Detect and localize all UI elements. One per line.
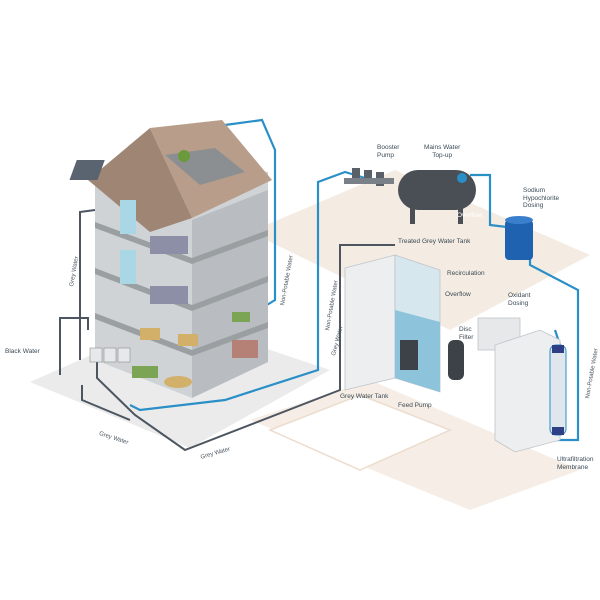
sofa-green xyxy=(132,366,158,378)
washing-machines xyxy=(89,347,131,363)
label-booster-pump: Booster Pump xyxy=(377,144,400,159)
label-sodium-hypochlorite-dosing: Sodium Hypochlorite Dosing xyxy=(523,187,560,209)
label-oxidant-dosing: Oxidant Dosing xyxy=(508,292,531,307)
kitchen-counter xyxy=(232,340,258,358)
dining-table-2 xyxy=(178,334,198,346)
ultrafiltration-unit xyxy=(494,329,567,453)
floor-slab-3 xyxy=(95,313,268,356)
grey-water-tank-unit xyxy=(344,254,441,393)
roof-tree xyxy=(178,150,190,162)
floor-slab-1 xyxy=(95,222,268,264)
roof-left xyxy=(88,128,192,232)
label-ultrafiltration-membrane: Ultrafiltration Membrane xyxy=(557,456,594,471)
label-black-water: Black Water xyxy=(5,348,40,355)
chair-green xyxy=(232,312,250,322)
ground-plate-plant xyxy=(250,170,590,330)
label-treated-grey-water-tank: Treated Grey Water Tank xyxy=(398,238,471,245)
bed-2 xyxy=(150,286,188,304)
label-overflow-tank: Overflow xyxy=(457,212,483,219)
bed-1 xyxy=(150,236,188,254)
label-mains-water-top-up: Mains Water Top-up xyxy=(424,144,461,159)
label-grey-water-tank: Grey Water Tank xyxy=(340,393,389,400)
round-table xyxy=(164,376,192,388)
building xyxy=(69,120,272,398)
treated-grey-water-tank xyxy=(398,170,476,224)
disc-filter xyxy=(448,340,464,380)
grey-water-pipes xyxy=(59,209,395,452)
dosing-tank xyxy=(505,216,533,260)
label-overflow-main: Overflow xyxy=(445,291,471,298)
wardrobe-left xyxy=(120,200,136,234)
booster-pumps xyxy=(344,168,394,186)
dining-table-1 xyxy=(140,328,160,340)
label-recirculation: Recirculation xyxy=(447,270,485,277)
solar-panel xyxy=(69,160,105,180)
wardrobe-left-2 xyxy=(120,250,136,284)
label-disc-filter: Disc Filter xyxy=(459,326,474,341)
label-feed-pump: Feed Pump xyxy=(398,402,432,409)
ground-outline xyxy=(268,394,452,471)
